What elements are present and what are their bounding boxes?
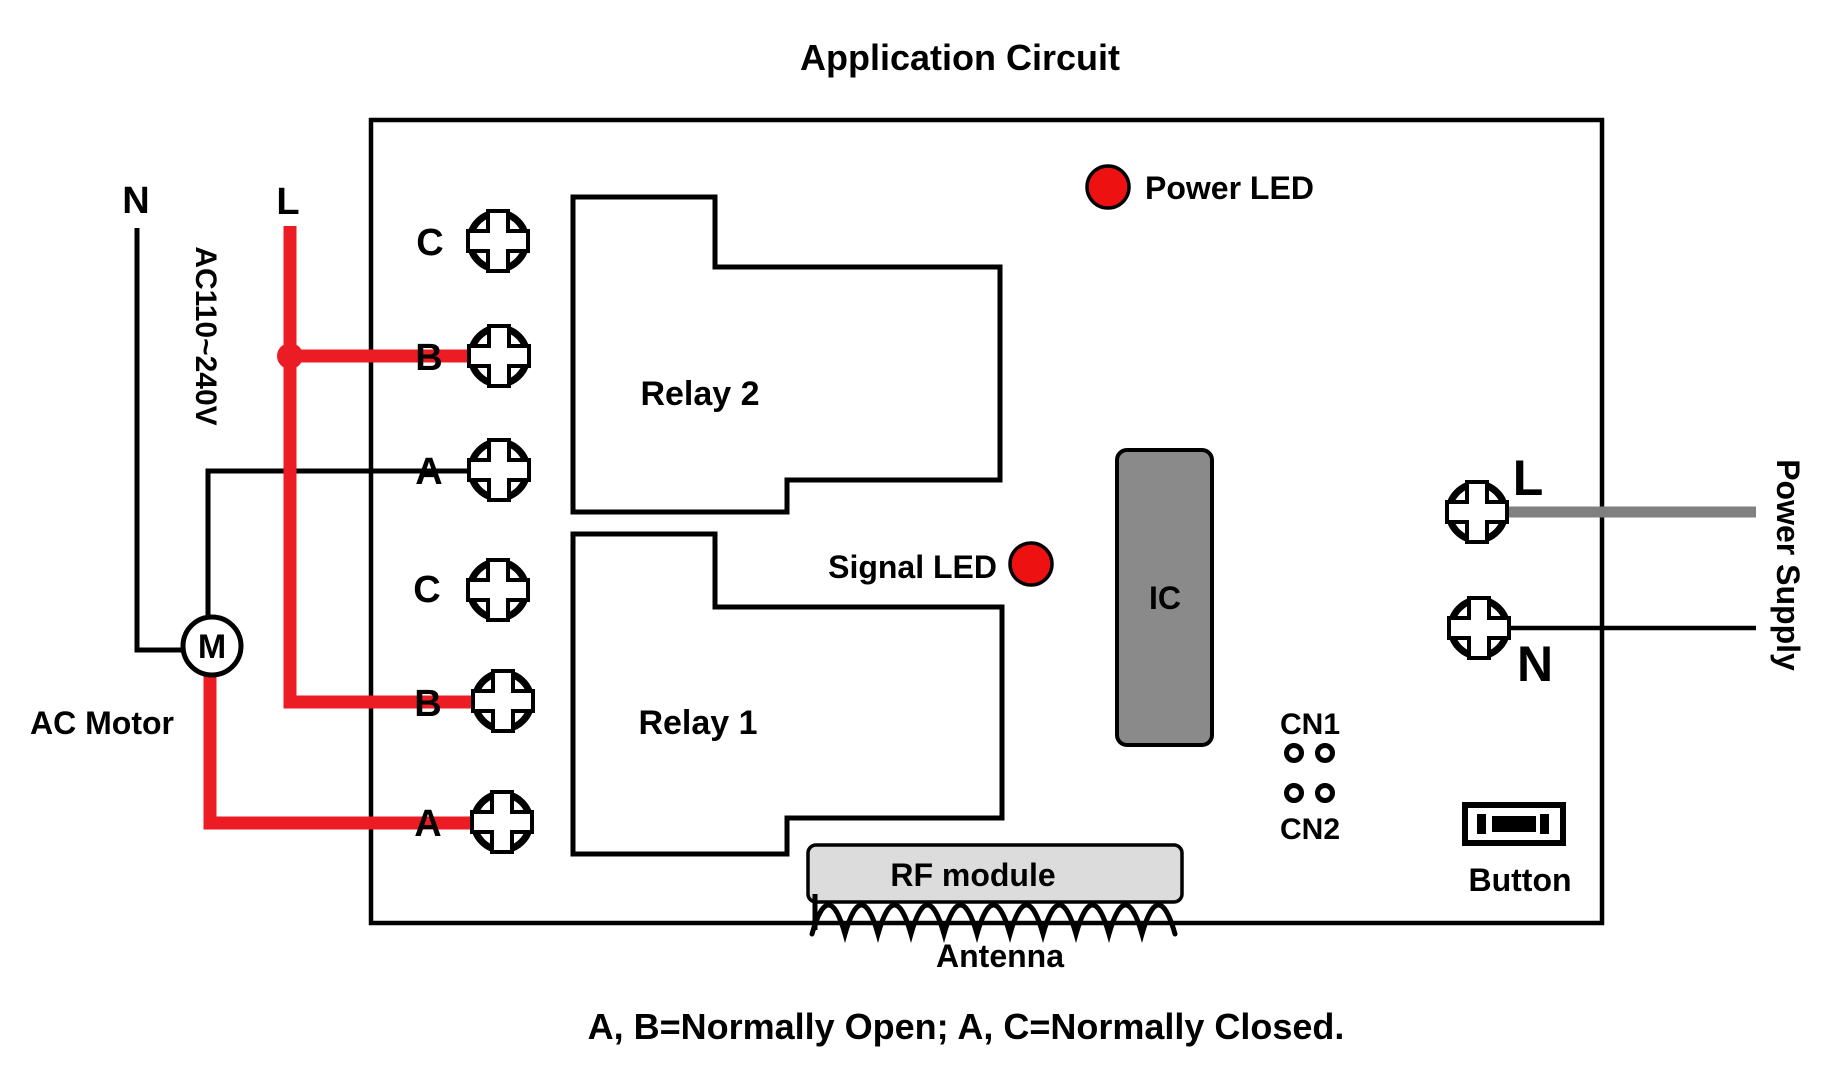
supply-terminal-l-icon xyxy=(1447,482,1507,542)
relay1-terminal-b-icon xyxy=(473,671,533,731)
rf-module-label: RF module xyxy=(890,857,1055,893)
motor-symbol: M xyxy=(198,628,226,666)
antenna-label: Antenna xyxy=(936,938,1064,974)
wire-junction-dot xyxy=(277,343,303,369)
supply-l-label: L xyxy=(1513,450,1544,506)
rf-module-box xyxy=(806,843,1184,904)
motor-return-wire xyxy=(205,468,470,618)
button-icon xyxy=(1462,802,1566,846)
input-l-label: L xyxy=(276,181,299,223)
relay1-terminal-b-label: B xyxy=(414,683,441,725)
live-wire-main xyxy=(283,226,474,709)
motor-icon xyxy=(180,614,244,678)
contact-note: A, B=Normally Open; A, C=Normally Closed… xyxy=(588,1006,1345,1047)
relay2-terminal-c-label: C xyxy=(416,222,443,264)
relay2-shape xyxy=(570,194,1003,515)
supply-terminal-n-icon xyxy=(1449,598,1509,658)
relay2-label: Relay 2 xyxy=(640,375,759,413)
ic-label: IC xyxy=(1149,580,1181,616)
signal-led-label: Signal LED xyxy=(828,549,997,585)
relay1-terminal-c-label: C xyxy=(413,569,440,611)
relay1-label: Relay 1 xyxy=(638,704,757,742)
motor-label: AC Motor xyxy=(30,705,174,741)
neutral-wire xyxy=(134,228,184,653)
button-label: Button xyxy=(1468,862,1571,898)
relay2-terminal-b-label: B xyxy=(415,337,442,379)
motor-live-wire xyxy=(203,674,473,830)
cn1-label: CN1 xyxy=(1280,708,1340,741)
ic-chip xyxy=(1115,448,1214,747)
relay2-terminal-a-icon xyxy=(469,440,529,500)
power-led-label: Power LED xyxy=(1145,170,1314,206)
page-title: Application Circuit xyxy=(800,37,1120,78)
relay2-terminal-b-icon xyxy=(469,326,529,386)
relay1-terminal-a-icon xyxy=(472,792,532,852)
cn1-pin-icon xyxy=(1315,743,1335,763)
input-n-label: N xyxy=(122,180,149,222)
signal-led-icon xyxy=(1008,541,1054,587)
relay2-terminal-a-label: A xyxy=(415,451,442,493)
cn2-pin-icon xyxy=(1284,783,1304,803)
relay1-shape xyxy=(570,531,1005,857)
board-outline xyxy=(368,117,1605,926)
power-supply-label: Power Supply xyxy=(1770,459,1806,671)
antenna-coil-icon xyxy=(809,902,1178,944)
relay2-terminal-c-icon xyxy=(468,211,528,271)
cn1-pin-icon xyxy=(1284,743,1304,763)
relay1-terminal-c-icon xyxy=(468,560,528,620)
cn2-pin-icon xyxy=(1315,783,1335,803)
supply-n-label: N xyxy=(1517,636,1553,692)
input-voltage-label: AC110~240V xyxy=(189,246,222,425)
power-led-icon xyxy=(1085,164,1131,210)
cn2-label: CN2 xyxy=(1280,813,1340,846)
relay1-terminal-a-label: A xyxy=(414,803,441,845)
